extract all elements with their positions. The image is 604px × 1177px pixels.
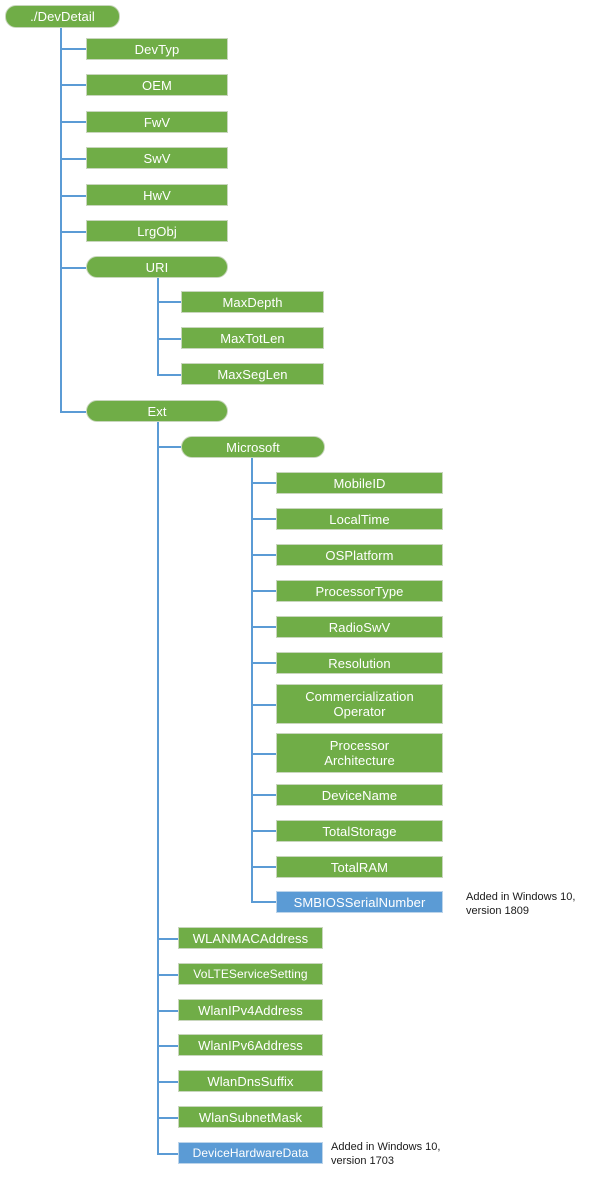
node-commercializationoperator[interactable]: Commercialization Operator [276, 684, 443, 724]
node-devtyp[interactable]: DevTyp [86, 38, 228, 60]
connector-root-to-uri [60, 267, 86, 269]
node-processortype[interactable]: ProcessorType [276, 580, 443, 602]
connector-microsoft-to-resolution [251, 662, 276, 664]
node-resolution[interactable]: Resolution [276, 652, 443, 674]
connector-root-to-ext [60, 411, 86, 413]
connector-ext-to-wlanipv4 [157, 1010, 178, 1012]
connector-uri-to-maxdepth [157, 301, 181, 303]
connector-microsoft-to-osplatform [251, 554, 276, 556]
connector-root-to-oem [60, 84, 86, 86]
connector-root-to-lrgobj [60, 231, 86, 233]
node-processorarchitecture[interactable]: Processor Architecture [276, 733, 443, 773]
node-voltesrevicesetting[interactable]: VoLTEServiceSetting [178, 963, 323, 985]
node-devicename[interactable]: DeviceName [276, 784, 443, 806]
connector-microsoft-to-radioswv [251, 626, 276, 628]
node-ext[interactable]: Ext [86, 400, 228, 422]
node-oem[interactable]: OEM [86, 74, 228, 96]
node-wlanipv6address[interactable]: WlanIPv6Address [178, 1034, 323, 1056]
node-smbiosserialnumber[interactable]: SMBIOSSerialNumber [276, 891, 443, 913]
connector-microsoft-to-processorarchitecture [251, 753, 276, 755]
connector-ext-to-devicehardwaredata [157, 1153, 178, 1155]
connector-ext-trunk [157, 422, 159, 1154]
connector-microsoft-to-devicename [251, 794, 276, 796]
node-root-devdetail[interactable]: ./DevDetail [5, 5, 120, 28]
node-devicehardwaredata[interactable]: DeviceHardwareData [178, 1142, 323, 1164]
node-lrgobj[interactable]: LrgObj [86, 220, 228, 242]
node-totalram[interactable]: TotalRAM [276, 856, 443, 878]
connector-microsoft-trunk [251, 458, 253, 902]
connector-root-to-swv [60, 158, 86, 160]
note-devicehardwaredata-added: Added in Windows 10, version 1703 [331, 1141, 441, 1167]
connector-ext-to-voltesetting [157, 974, 178, 976]
connector-microsoft-to-totalram [251, 866, 276, 868]
connector-microsoft-to-mobileid [251, 482, 276, 484]
connector-ext-to-wlanmacaddress [157, 938, 178, 940]
node-maxseglen[interactable]: MaxSegLen [181, 363, 324, 385]
node-localtime[interactable]: LocalTime [276, 508, 443, 530]
connector-root-to-devtyp [60, 48, 86, 50]
node-uri[interactable]: URI [86, 256, 228, 278]
node-wlansubnetmask[interactable]: WlanSubnetMask [178, 1106, 323, 1128]
connector-root-to-fwv [60, 121, 86, 123]
connector-uri-to-maxtotlen [157, 338, 181, 340]
node-fwv[interactable]: FwV [86, 111, 228, 133]
connector-ext-to-wlansubnetmask [157, 1117, 178, 1119]
connector-root-trunk [60, 27, 62, 412]
node-maxtotlen[interactable]: MaxTotLen [181, 327, 324, 349]
connector-ext-to-microsoft [157, 446, 181, 448]
connector-microsoft-to-smbiosserialnumber [251, 901, 276, 903]
node-wlanipv4address[interactable]: WlanIPv4Address [178, 999, 323, 1021]
connector-microsoft-to-localtime [251, 518, 276, 520]
node-hwv[interactable]: HwV [86, 184, 228, 206]
connector-uri-to-maxseglen [157, 374, 181, 376]
node-maxdepth[interactable]: MaxDepth [181, 291, 324, 313]
node-wlanmacaddress[interactable]: WLANMACAddress [178, 927, 323, 949]
connector-ext-to-wlandnssuffix [157, 1081, 178, 1083]
connector-microsoft-to-totalstorage [251, 830, 276, 832]
node-mobileid[interactable]: MobileID [276, 472, 443, 494]
node-microsoft[interactable]: Microsoft [181, 436, 325, 458]
node-wlandnssuffix[interactable]: WlanDnsSuffix [178, 1070, 323, 1092]
connector-uri-trunk [157, 278, 159, 376]
node-radioswv[interactable]: RadioSwV [276, 616, 443, 638]
connector-microsoft-to-processortype [251, 590, 276, 592]
connector-ext-to-wlanipv6 [157, 1045, 178, 1047]
connector-root-to-hwv [60, 195, 86, 197]
note-smbiosserialnumber-added: Added in Windows 10, version 1809 [466, 891, 576, 917]
node-swv[interactable]: SwV [86, 147, 228, 169]
connector-microsoft-to-commercializationoperator [251, 704, 276, 706]
node-totalstorage[interactable]: TotalStorage [276, 820, 443, 842]
node-osplatform[interactable]: OSPlatform [276, 544, 443, 566]
